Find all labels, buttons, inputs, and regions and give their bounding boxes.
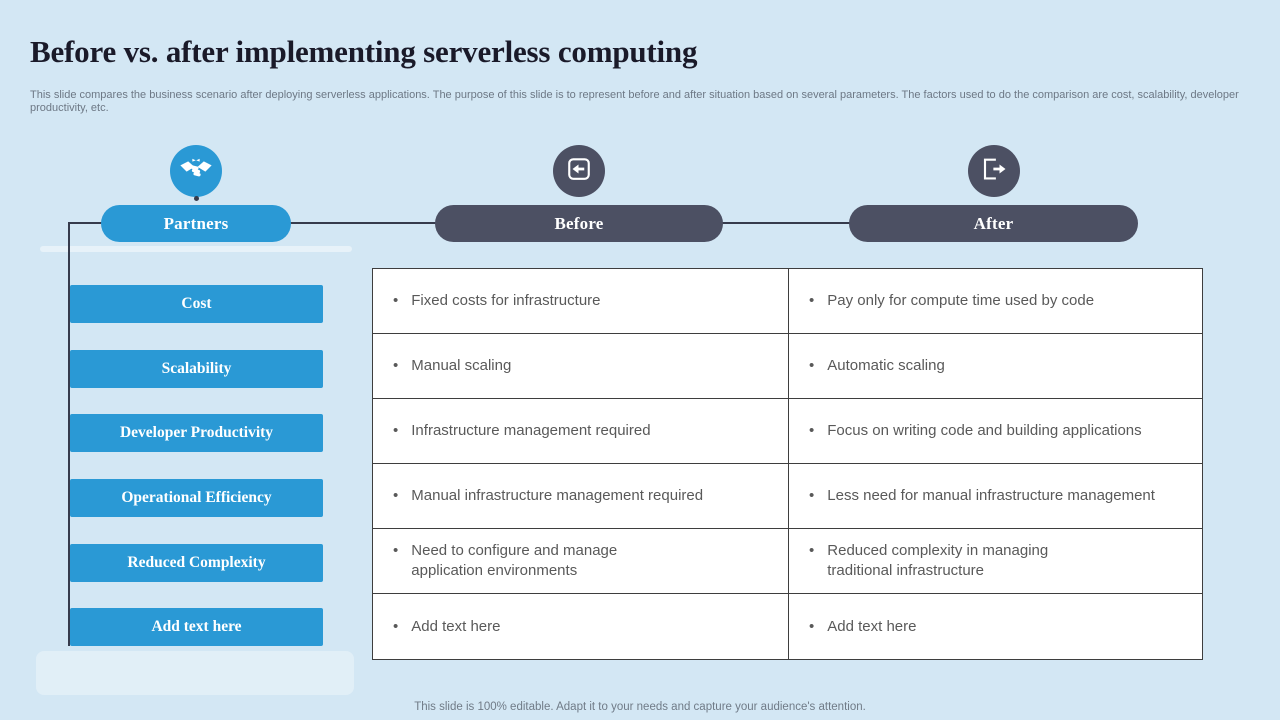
parameter-box-operational-efficiency: Operational Efficiency	[70, 479, 323, 517]
cell-text: Reduced complexity in managing tradition…	[827, 542, 1049, 579]
cell-text: Add text here	[411, 617, 501, 635]
before-icon-circle	[553, 145, 605, 197]
connector-dot	[194, 196, 199, 201]
header-pill-partners-label: Partners	[163, 213, 229, 233]
footer-note: This slide is 100% editable. Adapt it to…	[414, 701, 866, 713]
connector-vertical-line	[68, 222, 70, 646]
parameter-box-scalability: Scalability	[70, 350, 323, 388]
table-cell-before-developer-productivity: • Infrastructure management required	[373, 399, 788, 464]
table-cell-after-developer-productivity: • Focus on writing code and building appl…	[788, 399, 1202, 464]
back-arrow-icon	[564, 154, 594, 189]
bullet-icon: •	[393, 542, 399, 559]
bullet-icon: •	[809, 357, 815, 374]
parameter-label: Developer Productivity	[119, 424, 274, 441]
handshake-icon	[179, 156, 213, 186]
bullet-icon: •	[809, 617, 815, 635]
table-cell-before-add-text-placeholder[interactable]: • Add text here	[373, 594, 788, 659]
table-cell-after-reduced-complexity: • Reduced complexity in managing traditio…	[788, 529, 1202, 594]
bullet-icon: •	[393, 357, 399, 374]
bullet-icon: •	[393, 422, 399, 439]
table-cell-after-cost: • Pay only for compute time used by code	[788, 269, 1202, 334]
after-icon-circle	[968, 145, 1020, 197]
parameter-label: Reduced Complexity	[127, 554, 266, 571]
bullet-icon: •	[809, 542, 815, 559]
exit-arrow-icon	[979, 154, 1009, 189]
parameter-label: Cost	[181, 295, 212, 312]
bullet-icon: •	[393, 487, 399, 504]
header-pill-after-label: After	[973, 213, 1014, 233]
bullet-icon: •	[393, 292, 399, 309]
parameter-label: Operational Efficiency	[121, 489, 272, 506]
table-cell-before-cost: • Fixed costs for infrastructure	[373, 269, 788, 334]
table-cell-before-operational-efficiency: • Manual infrastructure management requir…	[373, 464, 788, 529]
header-pill-after: After	[849, 205, 1138, 242]
bottom-reflection-highlight	[36, 651, 354, 695]
page-title: Before vs. after implementing serverless…	[30, 34, 698, 69]
table-cell-after-operational-efficiency: • Less need for manual infrastructure man…	[788, 464, 1202, 529]
pill-reflection-highlight	[40, 246, 352, 252]
table-cell-before-reduced-complexity: • Need to configure and manage applicatio…	[373, 529, 788, 594]
cell-text: Fixed costs for infrastructure	[411, 292, 601, 309]
cell-text: Infrastructure management required	[411, 422, 651, 439]
cell-text: Pay only for compute time used by code	[827, 292, 1095, 309]
cell-text: Manual scaling	[411, 357, 512, 374]
partners-icon-circle	[170, 145, 222, 197]
bullet-icon: •	[809, 487, 815, 504]
table-cell-before-scalability: • Manual scaling	[373, 334, 788, 399]
page-subtitle: This slide compares the business scenari…	[30, 89, 1239, 114]
table-cell-after-add-text-placeholder[interactable]: • Add text here	[788, 594, 1202, 659]
parameter-label: Add text here	[151, 618, 242, 635]
comparison-table: • Fixed costs for infrastructure • Pay onl…	[372, 268, 1203, 660]
header-pill-before-label: Before	[554, 213, 604, 233]
header-pill-before: Before	[435, 205, 723, 242]
cell-text: Need to configure and manage application…	[411, 542, 618, 579]
parameter-box-add-text-placeholder[interactable]: Add text here	[70, 608, 323, 646]
cell-text: Automatic scaling	[827, 357, 945, 374]
cell-text: Focus on writing code and building appli…	[827, 422, 1142, 439]
cell-text: Add text here	[827, 617, 917, 635]
bullet-icon: •	[393, 617, 399, 635]
cell-text: Less need for manual infrastructure mana…	[827, 487, 1155, 504]
parameter-label: Scalability	[161, 360, 232, 377]
table-cell-after-scalability: • Automatic scaling	[788, 334, 1202, 399]
bullet-icon: •	[809, 422, 815, 439]
header-pill-partners: Partners	[101, 205, 291, 242]
cell-text: Manual infrastructure management require…	[411, 487, 704, 504]
parameter-box-cost: Cost	[70, 285, 323, 323]
parameter-box-developer-productivity: Developer Productivity	[70, 414, 323, 452]
parameter-box-reduced-complexity: Reduced Complexity	[70, 544, 323, 582]
bullet-icon: •	[809, 292, 815, 309]
